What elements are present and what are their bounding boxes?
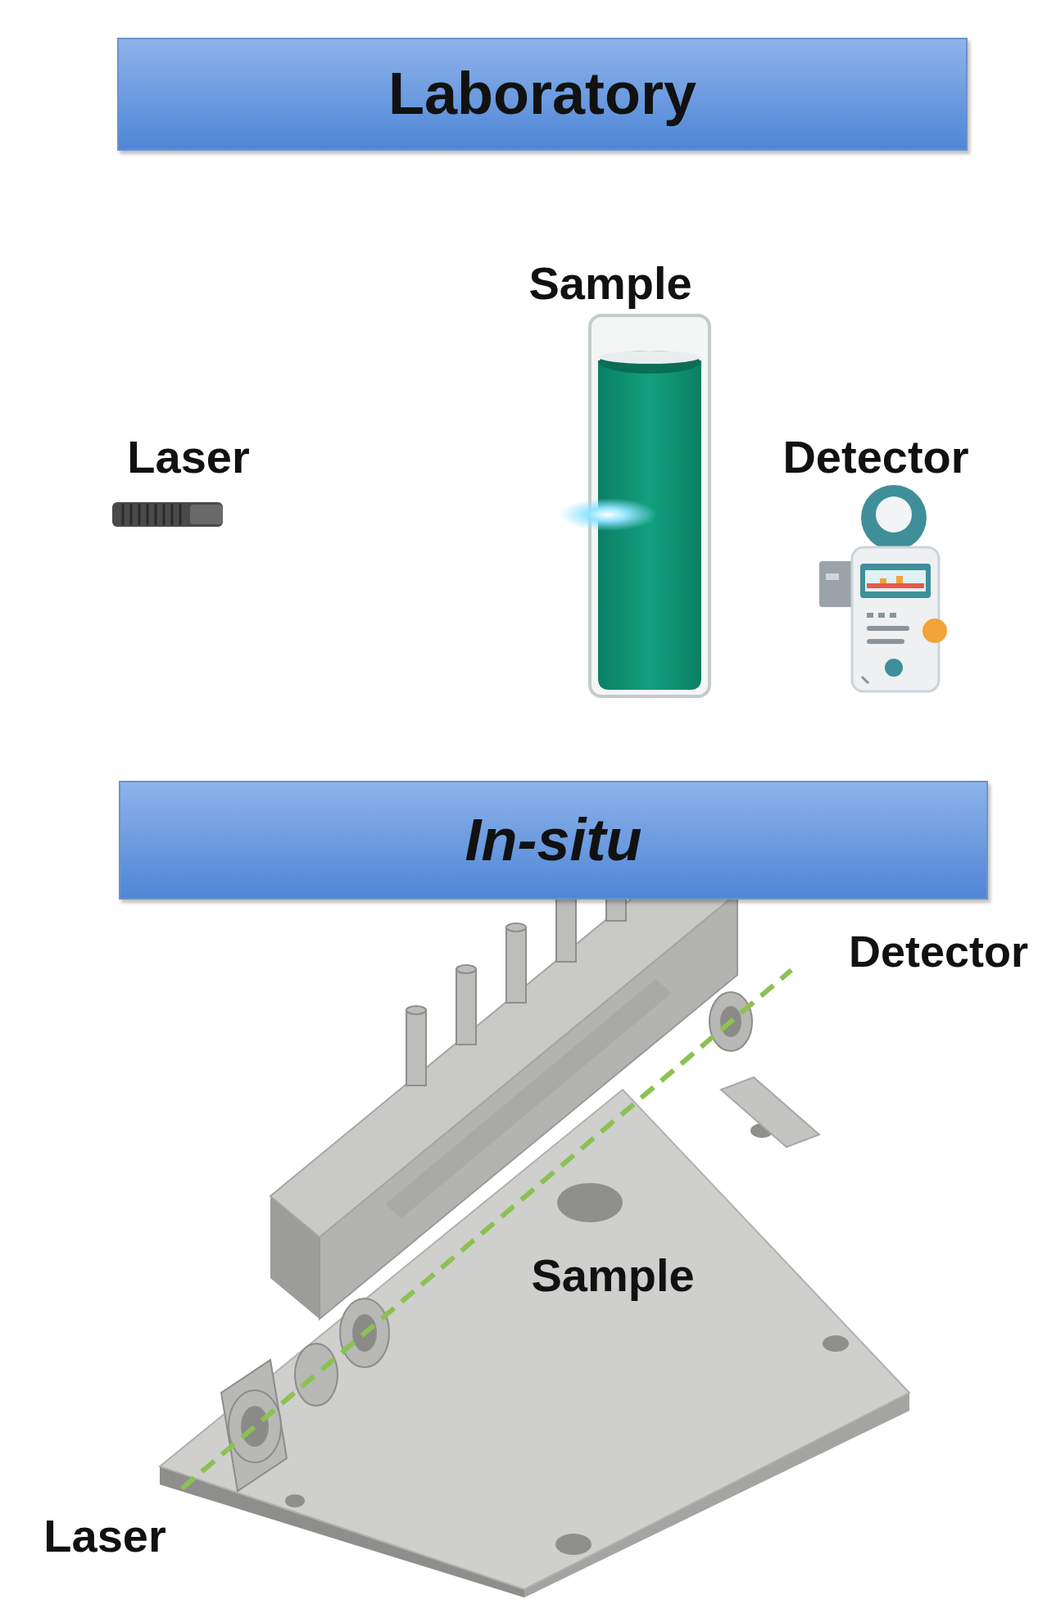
part-label: Sample [530, 1250, 694, 1301]
flow-cell-device-part-part [228, 1390, 282, 1463]
detector-icon-part [922, 618, 948, 644]
flow-cell-device-part-part [406, 1006, 427, 1015]
flow-cell-device [159, 841, 910, 1598]
detector-icon-part [879, 578, 887, 584]
flow-cell-device-part [285, 1494, 305, 1508]
flow-cell-device-part-part [294, 1343, 338, 1406]
part-label: Detector [848, 927, 1029, 976]
flow-cell-device-part [720, 1077, 820, 1147]
flow-cell-device-part [557, 1183, 623, 1223]
flow-cell-device-part-part [456, 965, 476, 974]
flow-cell-device-part-part [221, 1359, 287, 1492]
detector-icon-part [896, 575, 903, 584]
laser-body-part-part [138, 503, 141, 526]
part-label: Detector [782, 431, 969, 483]
laser-body-part [112, 502, 223, 527]
detector-icon-part [860, 563, 931, 599]
detector-icon-part [819, 561, 856, 608]
laser-body-part-part [163, 503, 166, 526]
detector-icon-part-part [866, 625, 910, 631]
detector-icon-part-part [889, 612, 897, 618]
laser-body [112, 502, 223, 527]
optical-path [181, 970, 792, 1489]
laser-beam-part [558, 498, 658, 531]
section-band: In-situ [118, 780, 989, 900]
detector-icon-part [861, 485, 927, 551]
laser-body-part-part [146, 503, 150, 526]
part-label: Laser [43, 1510, 166, 1562]
detector-icon [819, 485, 948, 692]
detector-icon-part [861, 676, 869, 684]
cuvette-part [598, 350, 701, 364]
laser-body-part-part [171, 503, 174, 526]
detector-icon-part [852, 547, 939, 692]
laser-body-part [190, 504, 223, 525]
part-label: Sample [528, 258, 692, 309]
section-band: Laboratory [117, 37, 968, 151]
flow-cell-device-part [555, 1533, 592, 1555]
laser-beam [222, 498, 710, 531]
detector-icon-part-part [878, 612, 885, 618]
flow-cell-device-part-part [241, 1406, 268, 1446]
laser-body-part-part [122, 503, 125, 526]
flow-cell-device-part-part [506, 923, 526, 932]
detector-icon-part [866, 612, 910, 644]
flow-cell-device-part [270, 852, 738, 1238]
flow-cell-device-part [159, 1089, 910, 1590]
flow-cell-device-part [822, 1335, 849, 1352]
detector-icon-part-part [866, 612, 874, 618]
detector-icon-part [865, 570, 926, 592]
part-label: Laser [126, 431, 250, 483]
flow-cell-device-part [385, 979, 672, 1219]
laser-body-part-part [130, 503, 133, 526]
laser-body-part-part [179, 503, 182, 526]
detector-icon-part [825, 573, 839, 581]
flow-cell-device-part-part [506, 927, 526, 1003]
band-title: In-situ [465, 807, 643, 873]
cuvette-part [598, 350, 701, 374]
detector-icon-part [866, 583, 925, 589]
flow-cell-device-part-part [406, 1010, 427, 1086]
detector-icon-part-part [866, 639, 905, 644]
laser-body-part-part [154, 503, 158, 526]
flow-cell-device-part [221, 992, 753, 1492]
laser-body-part [122, 503, 181, 526]
detector-icon-part [875, 496, 912, 533]
flow-cell-device-part-part [456, 969, 476, 1045]
band-title: Laboratory [388, 61, 697, 127]
detector-icon-part [884, 658, 903, 677]
